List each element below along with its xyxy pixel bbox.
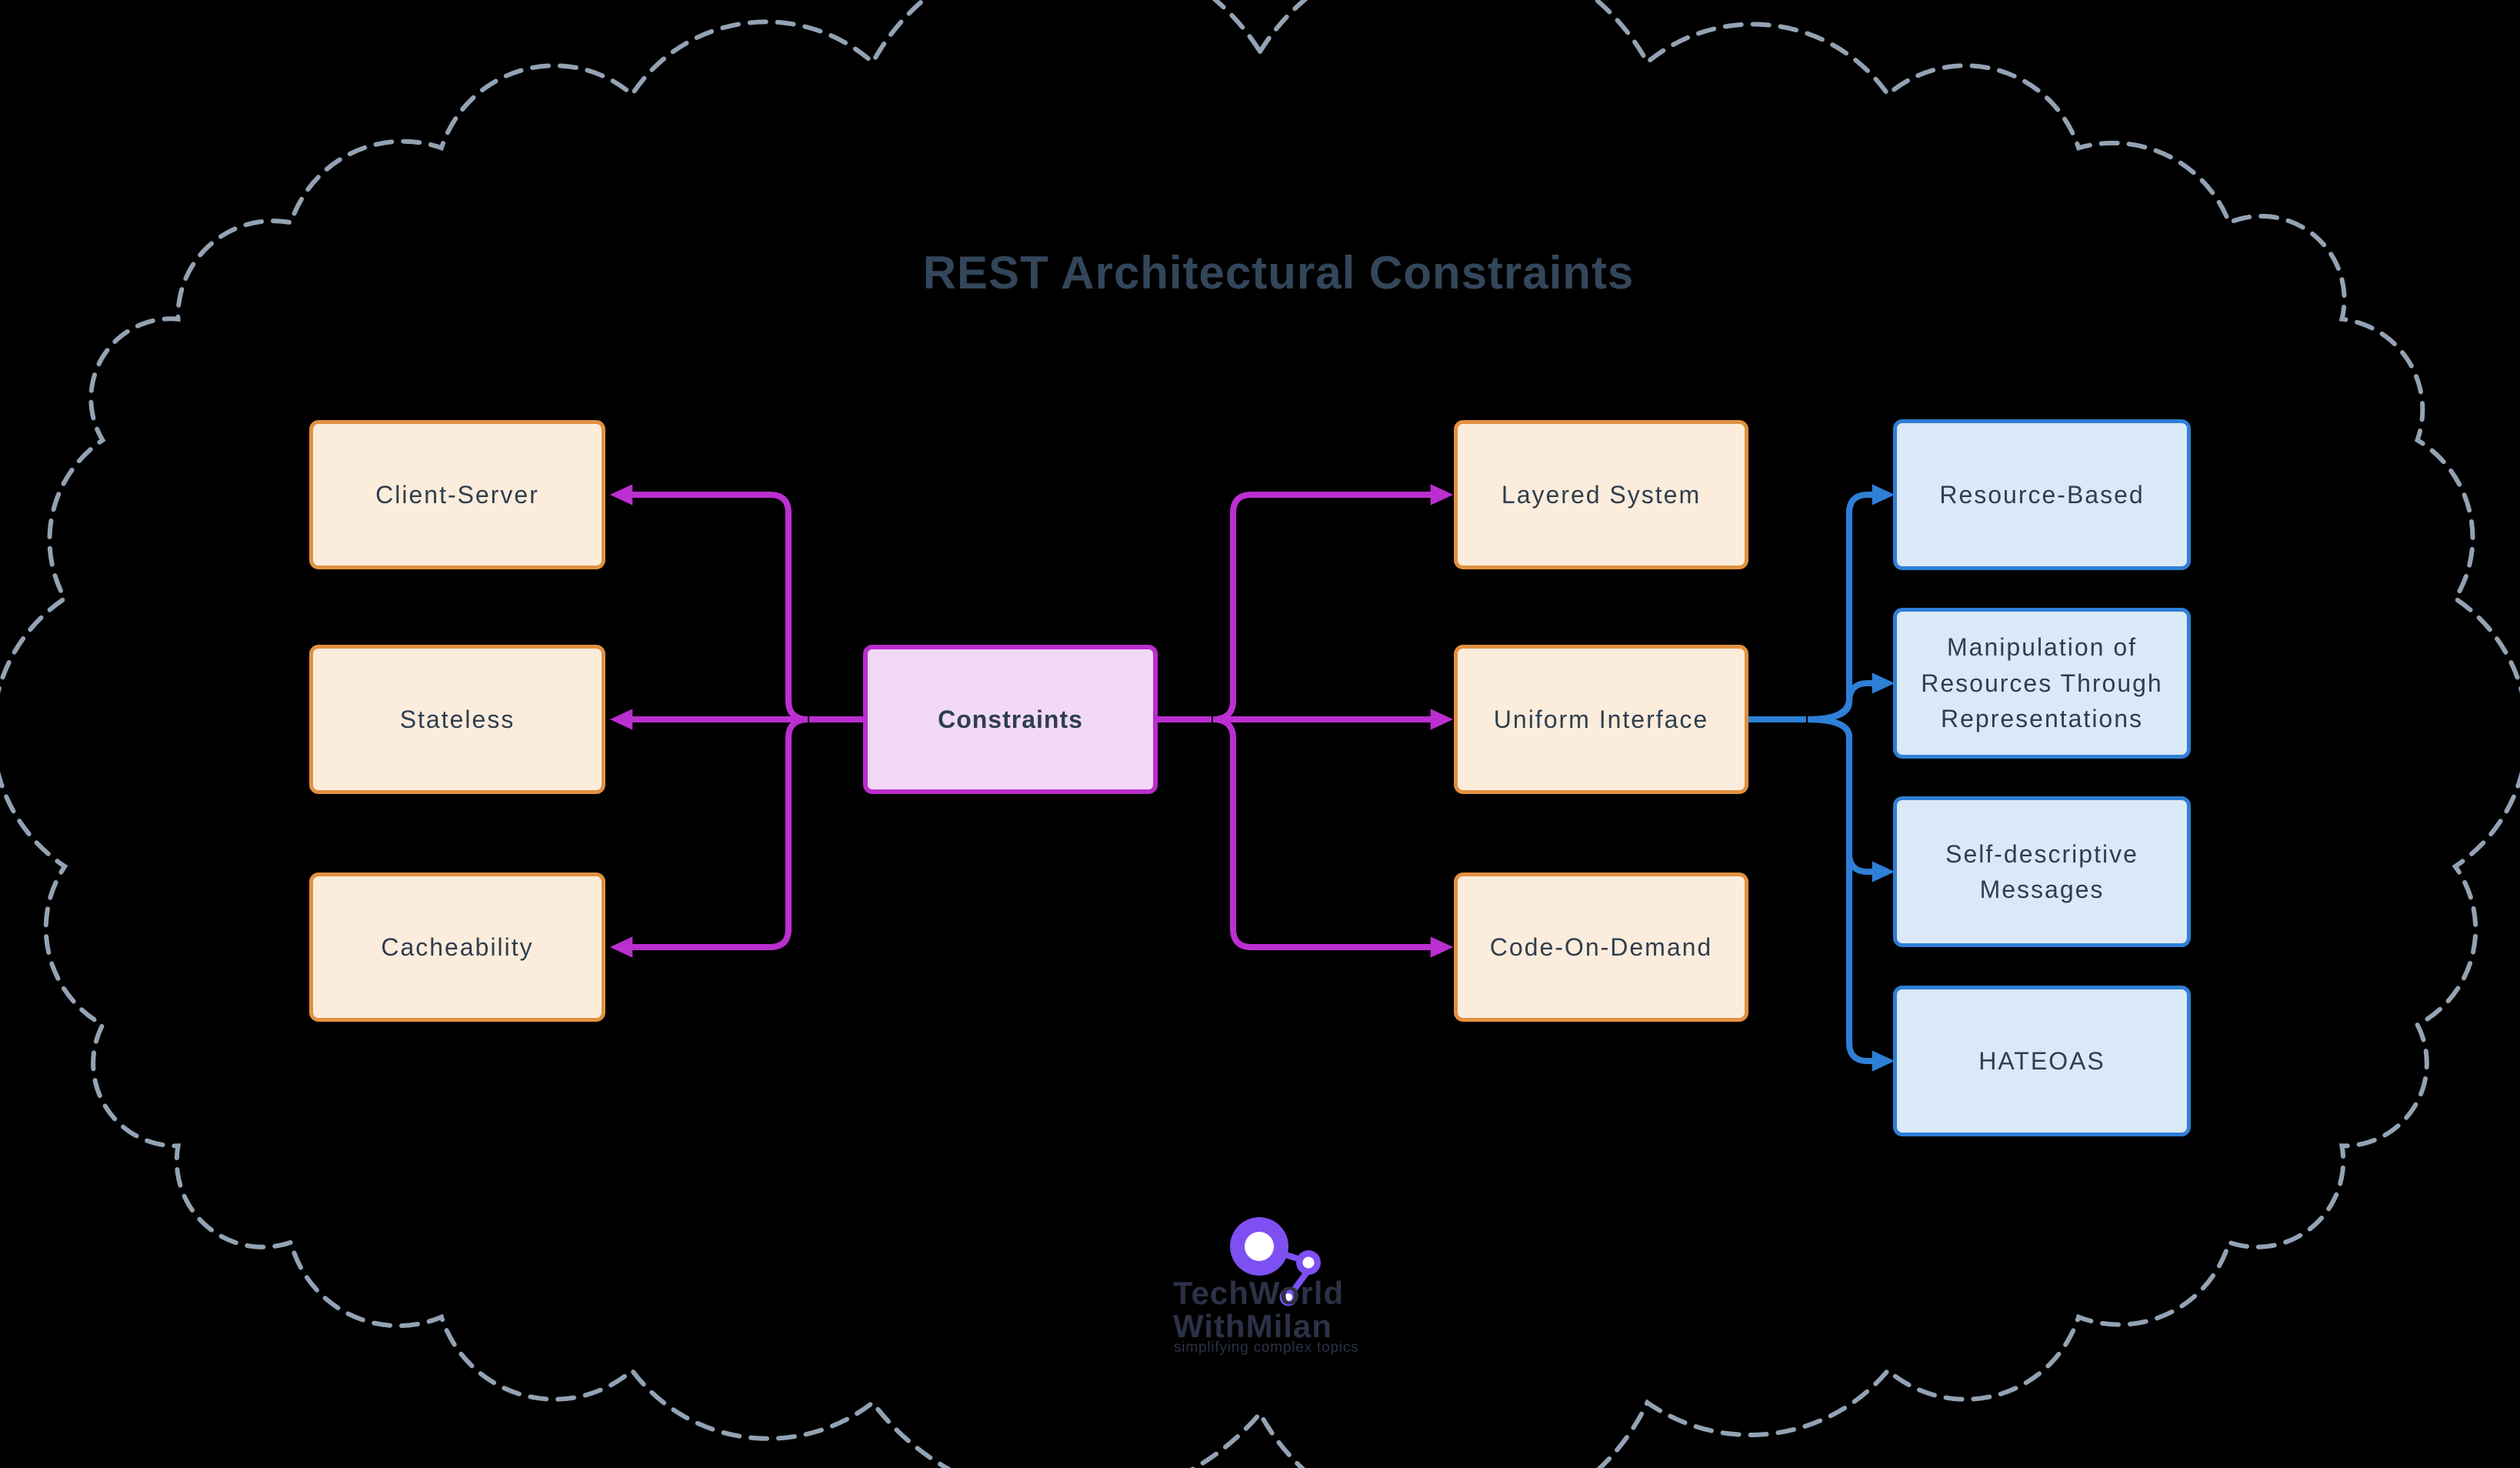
edge-uniform-self-descriptive	[1807, 716, 1895, 882]
logo-text-line1: TechWorld	[1173, 1275, 1345, 1311]
node-uniform-interface: Uniform Interface	[1454, 645, 1748, 794]
node-constraints: Constraints	[863, 645, 1158, 794]
edge-constraints-layered-system	[1212, 484, 1454, 722]
node-manipulation-of-resources: Manipulation of Resources Through Repres…	[1893, 608, 2191, 759]
node-cacheability: Cacheability	[309, 872, 605, 1022]
edges-constraints-to-right	[1158, 484, 1454, 958]
edges-constraints-to-left	[609, 484, 863, 958]
node-layered-system: Layered System	[1454, 420, 1748, 569]
node-self-descriptive-messages: Self-descriptive Messages	[1893, 796, 2191, 947]
node-client-server: Client-Server	[309, 420, 605, 569]
edge-uniform-manipulation	[1807, 672, 1895, 722]
edge-uniform-hateoas	[1807, 716, 1895, 1072]
techworldwithmilan-logo-icon	[1230, 1217, 1321, 1306]
edge-constraints-cacheability	[609, 716, 808, 958]
edges-uniform-interface-to-subnodes	[1748, 484, 1895, 1072]
edge-constraints-code-on-demand	[1212, 716, 1454, 958]
node-code-on-demand: Code-On-Demand	[1454, 872, 1748, 1022]
logo-tagline: simplifying complex topics	[1174, 1340, 1359, 1356]
edge-constraints-client-server	[609, 484, 808, 722]
page-title: REST Architectural Constraints	[922, 247, 1635, 299]
node-stateless: Stateless	[309, 645, 605, 794]
logo-text-line2: WithMilan	[1173, 1308, 1332, 1344]
node-resource-based: Resource-Based	[1893, 419, 2191, 570]
node-hateoas: HATEOAS	[1893, 986, 2191, 1136]
